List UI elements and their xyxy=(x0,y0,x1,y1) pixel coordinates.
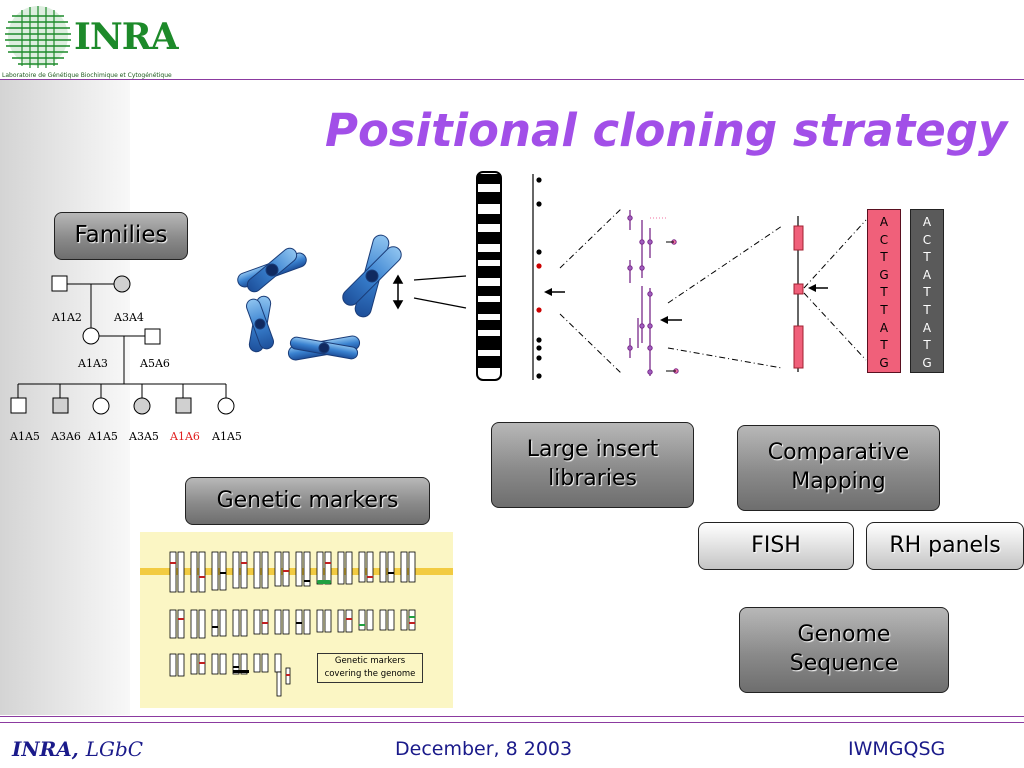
rh-panels-box[interactable]: RH panels xyxy=(866,522,1024,570)
comparative-mapping-box[interactable]: Comparative Mapping xyxy=(737,425,940,511)
wildtype-sequence-column: A C T A T T A T G xyxy=(910,209,944,373)
sequence-base: G xyxy=(879,267,889,282)
child-5-square xyxy=(175,397,192,414)
marker-karyotype-image xyxy=(140,551,453,697)
sequence-base: T xyxy=(923,285,931,300)
footer-organization: INRA, LGbC xyxy=(12,737,143,761)
page-title: Positional cloning strategy xyxy=(325,104,1008,157)
father-square xyxy=(51,275,68,292)
child-3-circle xyxy=(92,397,110,415)
logo-subtitle: Laboratoire de Génétique Biochimique et … xyxy=(2,72,172,79)
sequence-base: T xyxy=(923,338,931,353)
genome-sequence-box[interactable]: Genome Sequence xyxy=(739,607,949,693)
pedigree-diagram xyxy=(10,275,235,415)
genetic-markers-box[interactable]: Genetic markers xyxy=(185,477,430,525)
mother-circle xyxy=(113,275,131,293)
sequence-base: C xyxy=(879,232,889,247)
families-box[interactable]: Families xyxy=(54,212,188,260)
marker-panel-note: Genetic markers covering the genome xyxy=(317,653,423,683)
mutant-sequence-column: A C T G T T A T G xyxy=(867,209,901,373)
footer-date: December, 8 2003 xyxy=(395,738,573,760)
genotype-label: A5A6 xyxy=(140,357,170,370)
child-genotype-label: A1A5 xyxy=(88,430,118,443)
sequence-base: A xyxy=(879,215,889,229)
header-rule xyxy=(0,79,1024,80)
inra-logo-emblem xyxy=(5,6,71,68)
sequence-base: A xyxy=(922,267,932,282)
gen2-female-circle xyxy=(82,327,100,345)
footer-lab: LGbC xyxy=(85,737,144,761)
sequence-base: A xyxy=(922,320,932,335)
sequence-base: T xyxy=(880,338,888,353)
footer-event: IWMGQSG xyxy=(848,738,946,760)
child-2-square xyxy=(52,397,69,414)
child-genotype-label: A3A6 xyxy=(51,430,81,443)
sequence-base: T xyxy=(880,250,888,265)
sequence-base: T xyxy=(880,285,888,300)
sequence-base: T xyxy=(923,250,931,265)
sequence-base: G xyxy=(922,355,932,370)
child-genotype-label: A3A5 xyxy=(129,430,159,443)
positional-map-diagram xyxy=(413,171,867,381)
genotype-label: A3A4 xyxy=(114,311,144,324)
footer-rule-bottom xyxy=(0,722,1024,723)
child-1-square xyxy=(10,397,27,414)
large-insert-libraries-box[interactable]: Large insert libraries xyxy=(491,422,694,508)
footer-rule-top xyxy=(0,716,1024,717)
inra-logo: INRA Laboratoire de Génétique Biochimiqu… xyxy=(2,2,179,80)
child-genotype-label: A1A5 xyxy=(10,430,40,443)
contig-map xyxy=(629,210,651,376)
child-genotype-label: A1A5 xyxy=(212,430,242,443)
child-6-circle xyxy=(217,397,235,415)
sequence-base: A xyxy=(879,320,889,335)
chromosome-spread-image xyxy=(237,234,404,361)
genotype-label: A1A2 xyxy=(52,311,82,324)
sequence-base: T xyxy=(880,302,888,317)
sequence-base: G xyxy=(879,355,889,370)
footer-org: INRA, xyxy=(12,737,79,761)
sequence-base: T xyxy=(923,302,931,317)
sequence-base: A xyxy=(922,215,932,229)
logo-wordmark: INRA xyxy=(74,16,179,58)
genetic-map-line xyxy=(532,174,565,380)
bac-clone xyxy=(793,216,828,372)
banded-chromosome xyxy=(476,171,502,381)
genotype-label: A1A3 xyxy=(78,357,108,370)
genetic-marker-panel: Genetic markers covering the genome xyxy=(140,532,453,708)
sequence-base: C xyxy=(922,232,932,247)
child-genotype-label-highlight: A1A6 xyxy=(170,430,200,443)
child-4-circle xyxy=(133,397,151,415)
gen2-male-square xyxy=(144,328,161,345)
fish-box[interactable]: FISH xyxy=(698,522,854,570)
